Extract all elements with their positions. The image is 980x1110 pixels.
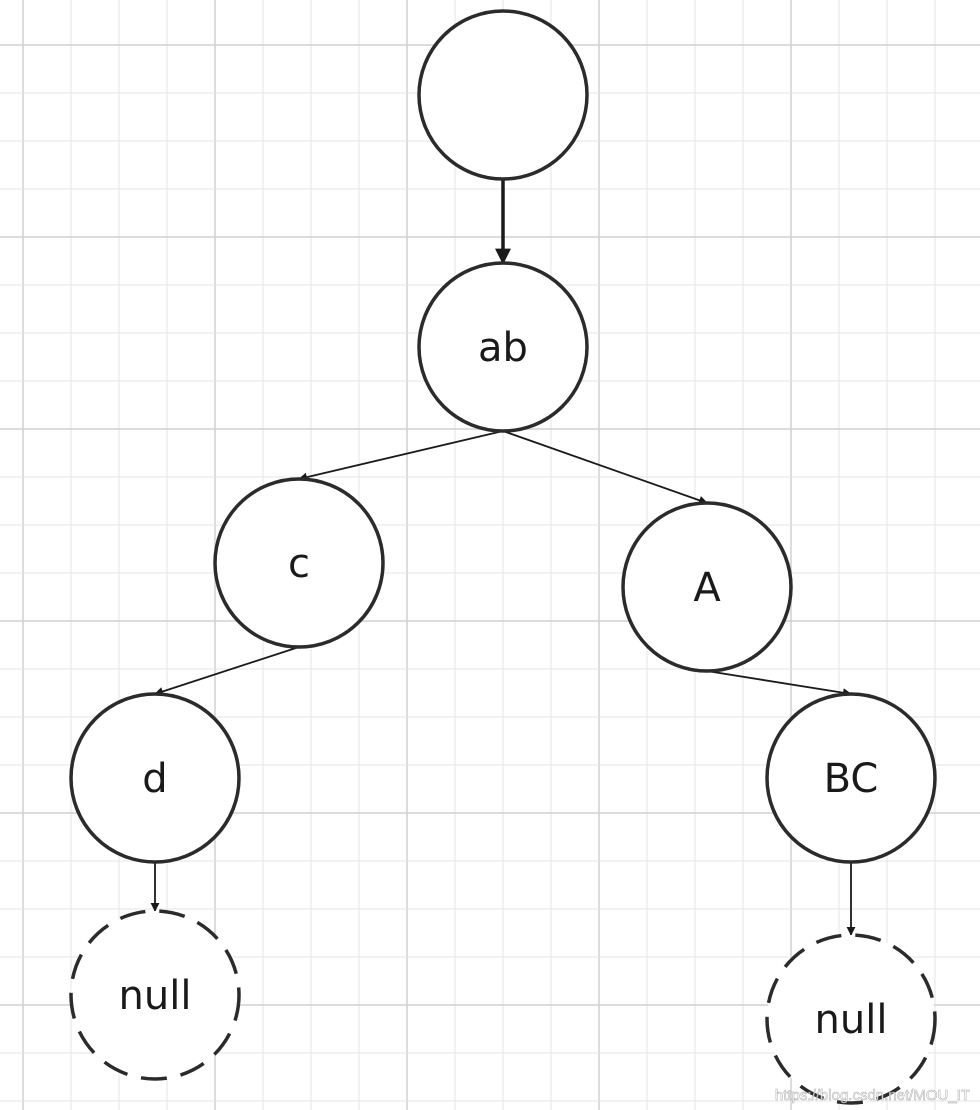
node-A: A	[621, 501, 793, 673]
edge-A-to-BC	[706, 670, 852, 698]
node-circle	[765, 933, 937, 1105]
node-circle	[417, 9, 589, 181]
nodes-layer: ab cAd BC null null	[69, 9, 937, 1105]
node-root	[417, 9, 589, 181]
node-circle	[765, 692, 937, 864]
edge-ab-to-c	[298, 430, 504, 482]
node-circle	[417, 261, 589, 433]
edge-c-to-d	[154, 646, 300, 696]
node-c: c	[213, 477, 385, 649]
node-label: c	[288, 541, 310, 587]
node-d: d	[69, 692, 241, 864]
node-label: null	[815, 997, 888, 1043]
node-circle	[69, 692, 241, 864]
node-circle	[621, 501, 793, 673]
node-circle	[213, 477, 385, 649]
edge-ab-to-A	[502, 430, 708, 505]
edges-layer	[150, 179, 856, 936]
node-null_right: null	[765, 933, 937, 1105]
watermark-text: https://blog.csdn.net/MOU_IT	[775, 1087, 970, 1104]
node-label: BC	[824, 756, 879, 802]
node-ab: ab	[417, 261, 589, 433]
node-label: d	[142, 756, 167, 802]
node-label: null	[119, 973, 192, 1019]
node-BC: BC	[765, 692, 937, 864]
node-label: A	[693, 565, 721, 611]
node-circle	[69, 909, 241, 1081]
node-label: ab	[478, 325, 528, 371]
node-null_left: null	[69, 909, 241, 1081]
